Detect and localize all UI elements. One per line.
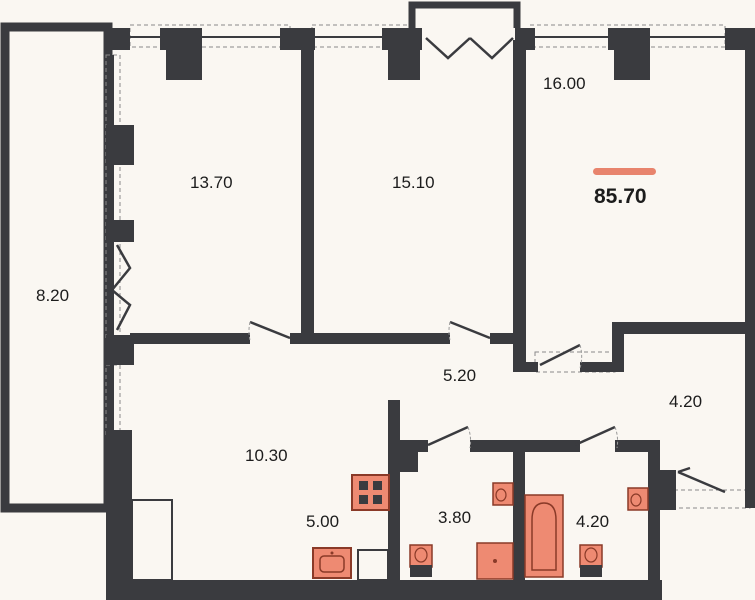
area-balcony: 8.20: [36, 286, 69, 305]
shower-tray-icon: [476, 542, 514, 580]
area-bedroom-2: 15.10: [392, 173, 435, 192]
bathroom-1-sink-icon: [492, 482, 514, 506]
bathtub-icon: [524, 494, 564, 578]
area-bathroom-1: 3.80: [438, 508, 471, 527]
area-kitchen: 5.00: [306, 512, 339, 531]
area-hallway: 5.20: [443, 366, 476, 385]
walls: [106, 28, 755, 600]
stove-icon: [351, 474, 390, 511]
total-area: 85.70: [594, 185, 647, 208]
total-area-accent-bar: [593, 168, 656, 175]
kitchen-fixtures: [131, 499, 389, 581]
area-bathroom-2: 4.20: [576, 512, 609, 531]
area-storage: 4.20: [669, 392, 702, 411]
area-living-room: 16.00: [543, 74, 586, 93]
area-bedroom-1: 13.70: [190, 173, 233, 192]
bathroom-2-sink-icon: [627, 487, 649, 511]
bathroom-1-toilet-icon: [409, 544, 433, 577]
loggia-frame: [408, 1, 521, 28]
kitchen-sink-icon: [312, 547, 352, 579]
bathroom-2-toilet-icon: [579, 544, 603, 577]
area-living-kitchen: 10.30: [245, 446, 288, 465]
doors: [111, 37, 726, 494]
